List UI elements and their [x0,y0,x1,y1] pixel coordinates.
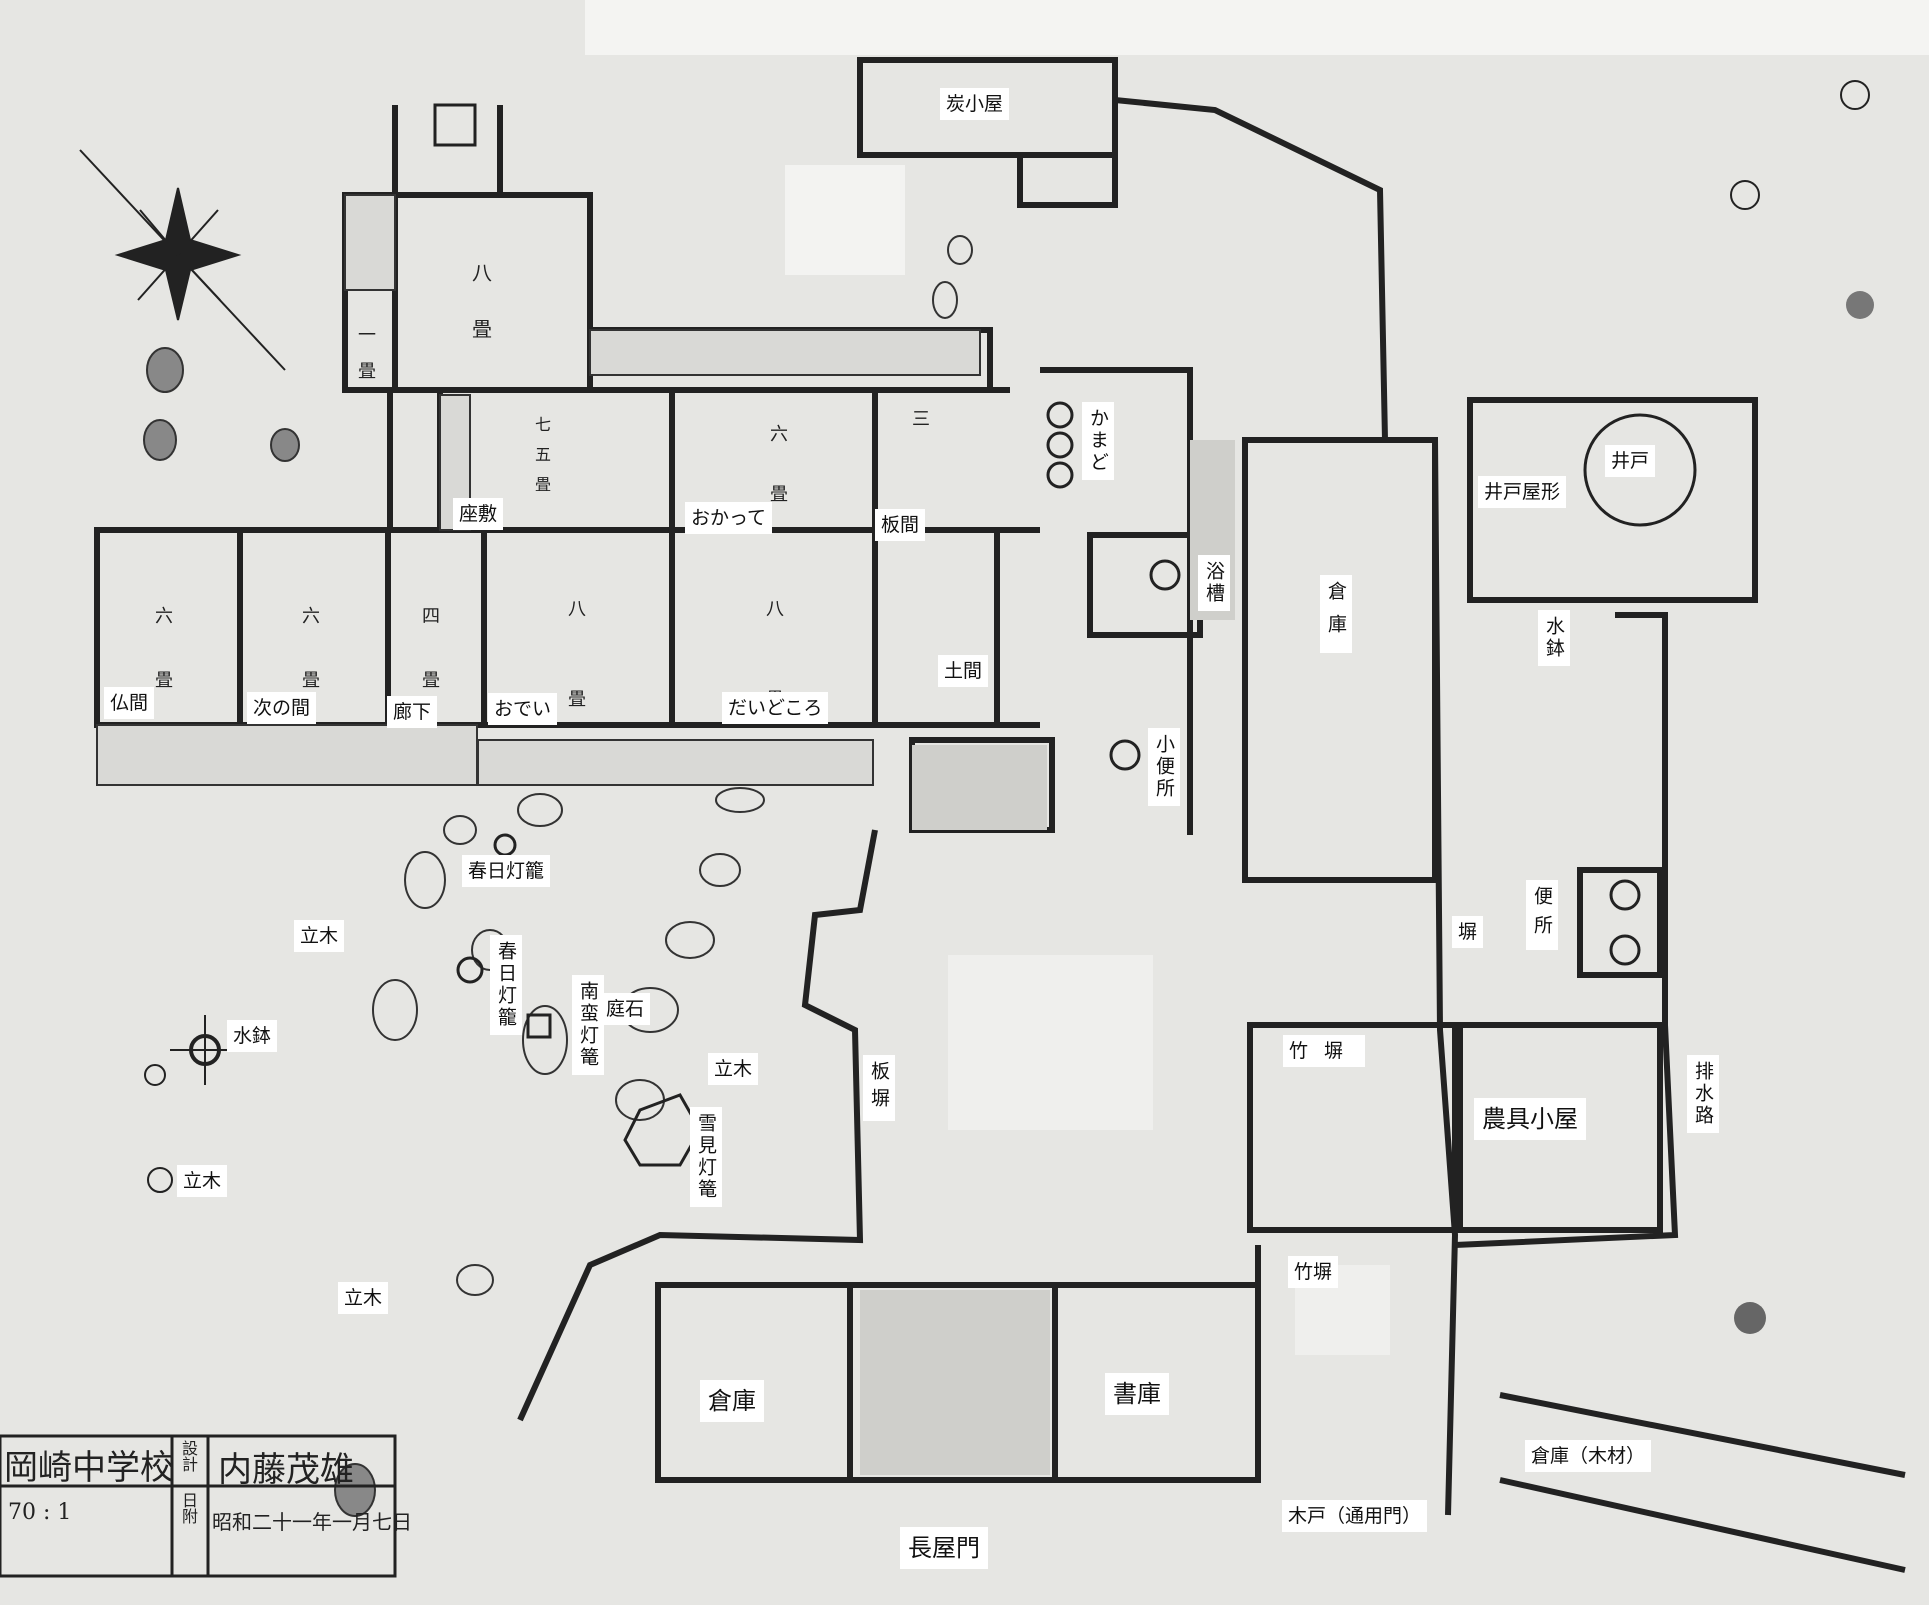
label-tachiki-3: 立木 [177,1165,228,1197]
label-okatte: おかって [685,502,773,534]
label-nanban-toro: 南蛮灯篭 [572,975,604,1075]
garden-stones [143,235,973,1517]
label-hei: 塀 [1452,916,1484,948]
room-label-hachijo-top: 八 畳 [472,261,492,341]
label-kasuga-toro-1: 春日灯籠 [462,855,551,887]
label-kido: 木戸（通用門） [1282,1500,1428,1532]
title-number: 70 : 1 [8,1500,72,1525]
label-roka: 廊下 [387,696,438,728]
label-doma: 土間 [938,655,989,687]
label-kamado: かまど [1082,402,1114,480]
label-daidokoro: だいどころ [722,692,829,724]
room-label-sanjo: 三 [912,409,930,430]
label-ido-yakata: 井戸屋形 [1478,476,1567,508]
title-designer: 内藤茂雄 [218,1450,354,1490]
label-haisuiro: 排水路 [1687,1055,1719,1133]
north-compass-icon [79,149,286,371]
room-label-hachijo-mid: 八 畳 [568,599,586,710]
title-date: 昭和二十一年一月七日 [212,1510,412,1534]
label-tachiki-2: 立木 [708,1053,759,1085]
label-benjo: 便所 [1526,880,1558,950]
label-odei: おでい [488,693,558,725]
label-zashiki: 座敷 [453,498,504,530]
label-takebei-1: 竹塀 [1283,1035,1366,1067]
label-nagayamon: 長屋門 [900,1527,988,1569]
label-ido: 井戸 [1605,445,1656,477]
label-mizubachi-left: 水鉢 [227,1020,278,1052]
label-tachiki-4: 立木 [338,1282,389,1314]
label-kasuga-toro-2: 春日灯籠 [490,935,522,1035]
room-label-rokujo-a: 六 畳 [155,606,173,691]
label-soko-main: 倉庫 [1320,575,1352,653]
label-takebei-2: 竹塀 [1288,1256,1339,1288]
title-date-label: 日附 [179,1492,198,1524]
label-soko-mokuzai: 倉庫（木材） [1525,1440,1652,1472]
label-yukimi-toro: 雪見灯篭 [690,1107,722,1207]
label-soko-bottom: 倉庫 [700,1380,764,1422]
room-label-shichigojo: 七 五 畳 [535,415,552,494]
walls [94,57,1906,1573]
room-label-rokujo-b: 六 畳 [302,606,320,691]
corridor-hatching [96,194,981,786]
trees [144,80,1874,1334]
title-role-label: 設計 [179,1440,198,1472]
room-label-rokujo-top: 六 畳 [770,424,788,505]
label-niwaishi: 庭石 [600,993,651,1025]
stipple-areas [860,440,1235,1475]
label-tsugi-no-ma: 次の間 [247,692,317,724]
label-sumikoya: 炭小屋 [940,88,1010,120]
label-nogu-goya: 農具小屋 [1474,1098,1586,1140]
room-label-ichijo: 一 畳 [358,325,376,382]
title-school: 岡崎中学校 [4,1448,174,1488]
label-yokuso: 浴槽 [1198,555,1230,611]
room-label-yojo: 四 畳 [422,606,440,691]
label-itama: 板間 [875,509,926,541]
fixtures [433,103,1697,1167]
label-tachiki-1: 立木 [294,920,345,952]
label-itabei: 板塀 [863,1055,895,1121]
label-butsuma: 仏間 [104,687,155,719]
label-shobenjo: 小便所 [1148,728,1180,806]
title-block-frame [0,1434,397,1578]
label-shoko: 書庫 [1105,1373,1169,1415]
label-mizubachi-right: 水鉢 [1538,610,1570,666]
